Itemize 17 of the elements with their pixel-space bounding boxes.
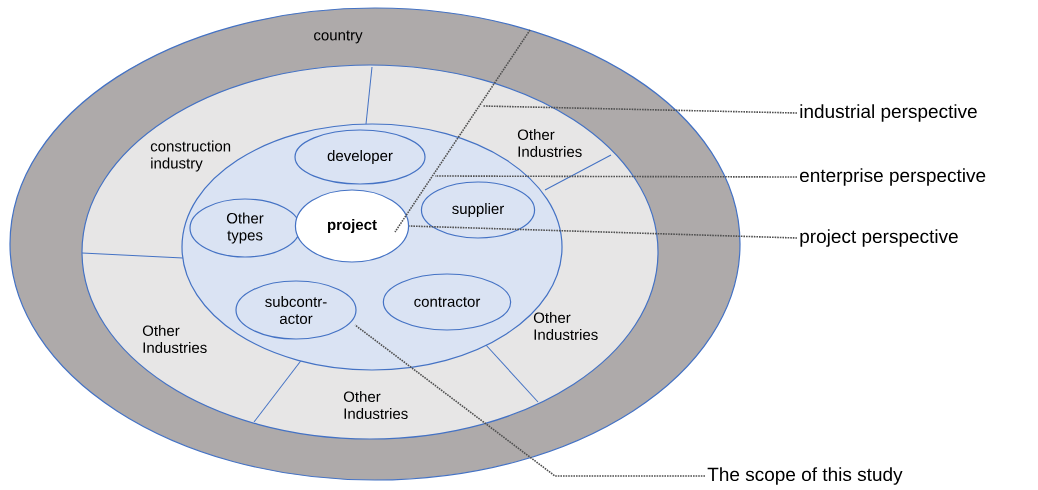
perspective-label: industrial perspective	[800, 104, 977, 122]
sector-label: Other Industries	[517, 129, 582, 157]
ellipse-box: subcontr- actor	[235, 280, 357, 340]
sector-label: Other Industries	[142, 325, 207, 353]
ellipse-box: Other types	[189, 198, 301, 258]
sector-label: Other Industries	[533, 312, 598, 340]
leader-line	[482, 105, 798, 114]
ellipse-box: contractor	[382, 273, 512, 331]
ellipse-box: supplier	[420, 181, 536, 239]
perspective-label: enterprise perspective	[800, 168, 986, 186]
perspective-label: project perspective	[800, 229, 958, 247]
ellipse-box: developer	[294, 129, 426, 185]
leader-line	[354, 324, 706, 477]
sector-label: construction industry	[150, 140, 231, 172]
leader-line	[434, 175, 798, 178]
sector-label: Other Industries	[343, 391, 408, 419]
leader-line	[408, 225, 798, 239]
